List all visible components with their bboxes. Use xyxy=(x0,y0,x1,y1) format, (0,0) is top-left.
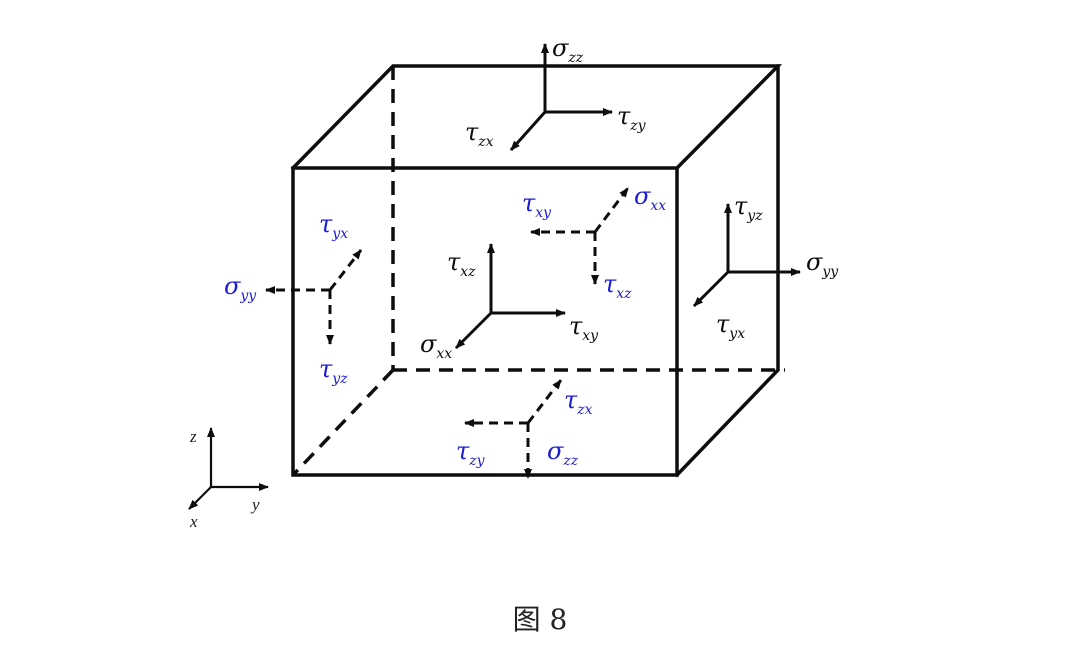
right-sigma-yy-label: σyy xyxy=(806,248,839,280)
back-sigma-xx-arrow xyxy=(593,187,630,233)
hidden-edge-diagonal xyxy=(291,368,395,477)
left-tau-yz-label: τyz xyxy=(319,355,348,387)
front-tau-xz-label: τxz xyxy=(447,248,476,280)
cube-hidden-edges xyxy=(291,66,785,477)
top-tau-zx-arrow xyxy=(509,110,547,152)
cube-top-face xyxy=(290,64,783,171)
front-sigma-xx-label: σxx xyxy=(420,330,452,362)
axis-x-label: x xyxy=(189,512,198,531)
front-tau-xy-label: τxy xyxy=(569,312,599,344)
left-tau-yx-label: τyx xyxy=(319,210,348,242)
right-tau-yx-arrow xyxy=(692,270,730,308)
bottom-tau-zx-label: τzx xyxy=(564,386,593,418)
bottom-face-stresses xyxy=(464,379,563,479)
cube xyxy=(290,64,785,478)
bottom-tau-zx-arrow xyxy=(526,379,563,424)
top-face-stresses xyxy=(509,43,613,152)
back-tau-xz-label: τxz xyxy=(603,270,632,302)
left-tau-yx-arrow xyxy=(328,249,363,291)
front-face-stresses xyxy=(454,243,566,350)
coordinate-axes xyxy=(188,427,269,510)
axis-z-label: z xyxy=(189,427,197,446)
front-sigma-xx-arrow xyxy=(454,311,493,350)
axis-y-label: y xyxy=(250,495,260,514)
back-tau-xy-label: τxy xyxy=(522,189,552,221)
left-face-stresses xyxy=(265,249,363,345)
bottom-sigma-zz-label: σzz xyxy=(547,437,579,469)
bottom-tau-zy-label: τzy xyxy=(456,437,486,469)
back-face-stresses xyxy=(530,187,630,285)
right-tau-yz-label: τyz xyxy=(734,192,763,224)
top-tau-zy-label: τzy xyxy=(617,102,647,134)
left-sigma-yy-label: σyy xyxy=(224,272,257,304)
top-tau-zx-label: τzx xyxy=(465,118,494,150)
cube-right-face xyxy=(674,64,780,478)
right-tau-yx-label: τyx xyxy=(716,310,745,342)
back-sigma-xx-label: σxx xyxy=(634,182,666,214)
axis-x-arrow xyxy=(188,486,212,510)
right-face-stresses xyxy=(692,203,801,308)
top-sigma-zz-label: σzz xyxy=(552,34,584,66)
cube-front-face xyxy=(291,166,679,477)
figure-caption: 图 8 xyxy=(512,603,568,636)
